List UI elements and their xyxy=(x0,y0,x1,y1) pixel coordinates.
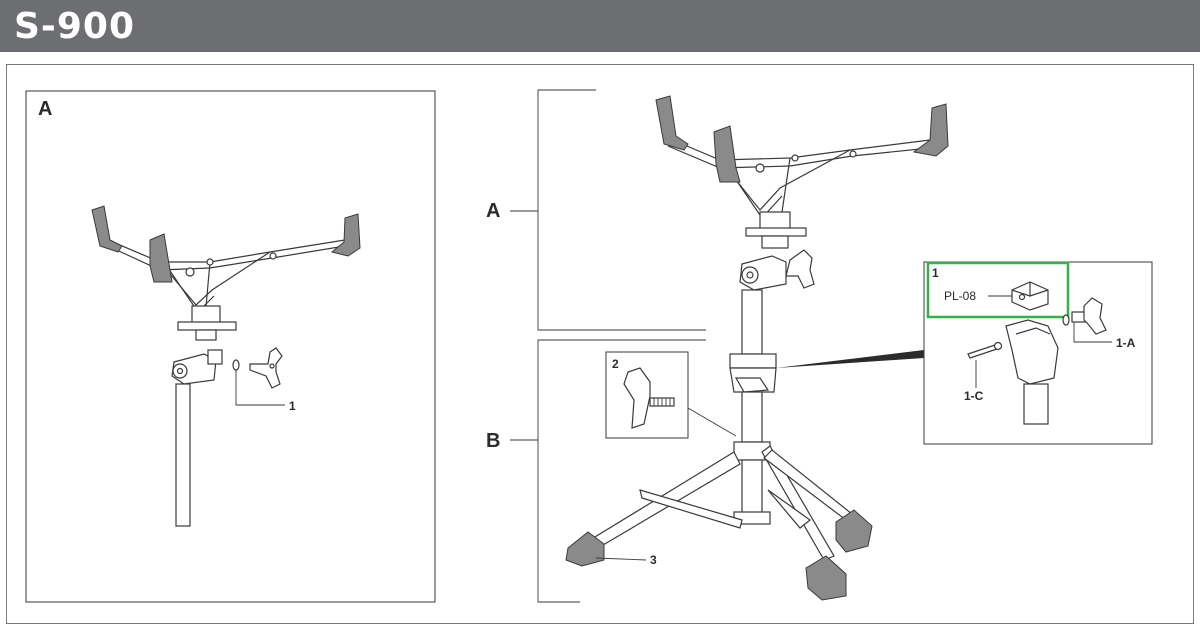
callout-1a: 1-A xyxy=(1116,336,1136,350)
section-b-label: B xyxy=(486,430,501,452)
part-code-pl08: PL-08 xyxy=(944,289,977,303)
callout-1c: 1-C xyxy=(964,389,984,403)
panel-left-frame xyxy=(25,90,436,603)
panel-left-label: A xyxy=(38,98,53,120)
rubber-pad-left xyxy=(91,205,123,253)
left-stand-head xyxy=(91,205,361,527)
inset-1 xyxy=(923,261,1153,445)
foot-front xyxy=(805,555,847,601)
inset-2 xyxy=(605,351,689,439)
rubber-pad-right xyxy=(330,213,361,257)
header-bar: S-900 xyxy=(0,0,1200,52)
pl08-highlight xyxy=(926,261,1070,319)
callout-3: 3 xyxy=(650,553,657,567)
main-stand xyxy=(565,95,949,601)
page-title: S-900 xyxy=(14,6,136,47)
diagram-frame xyxy=(6,64,1194,624)
inset-2-label: 2 xyxy=(612,357,619,371)
rubber-pad-front xyxy=(149,233,173,283)
section-brackets xyxy=(510,89,706,603)
inset-1-label: 1 xyxy=(932,266,939,280)
foot-right xyxy=(835,509,873,553)
callout-1-left: 1 xyxy=(289,399,296,413)
section-a-label: A xyxy=(486,200,501,222)
foot-left xyxy=(565,531,605,567)
